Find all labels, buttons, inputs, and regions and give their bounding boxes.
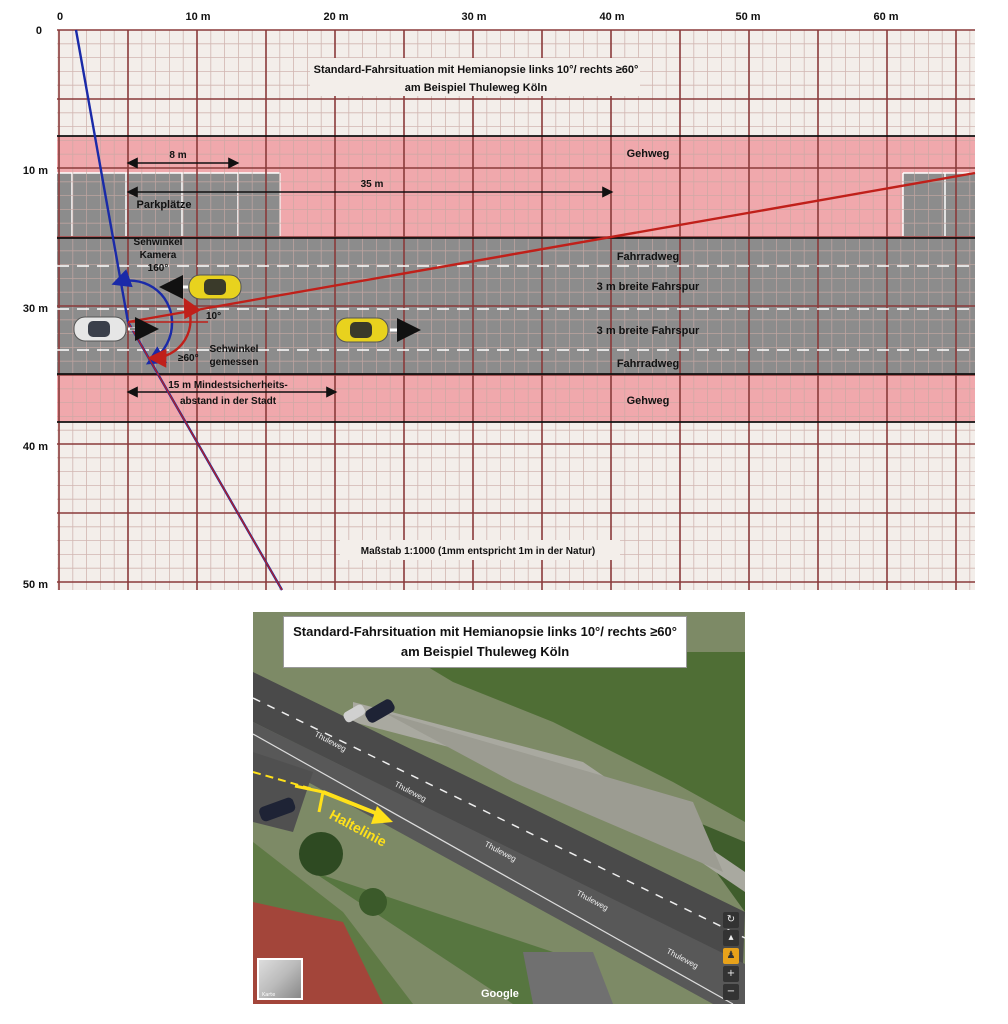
map-type-thumbnail[interactable] xyxy=(257,958,303,1000)
lane-markings xyxy=(57,265,975,351)
dimension-35m-label: 35 m xyxy=(361,179,384,190)
camera-angle-label-3: 160° xyxy=(148,263,169,274)
label-gehweg-top: Gehweg xyxy=(627,148,670,160)
grid-major xyxy=(57,29,975,590)
rotate-button[interactable]: ↻ xyxy=(723,912,739,928)
diagram-subtitle: am Beispiel Thuleweg Köln xyxy=(405,82,548,94)
zoom-out-button[interactable]: − xyxy=(723,984,739,1000)
title-background xyxy=(310,58,640,96)
dimension-15m-label-1: 15 m Mindestsicherheits- xyxy=(168,380,287,391)
label-lane-1: 3 m breite Fahrspur xyxy=(597,281,700,293)
parking-left xyxy=(57,172,281,236)
photo-title-line-2: am Beispiel Thuleweg Köln xyxy=(400,644,570,659)
x-tick: 60 m xyxy=(873,11,898,23)
angle-60-label: ≥60° xyxy=(178,353,199,364)
measured-angle-label-1: Sehwinkel xyxy=(210,344,259,355)
camera-angle-label-2: Kamera xyxy=(140,250,177,261)
scale-note: Maßstab 1:1000 (1mm entspricht 1m in der… xyxy=(361,546,596,557)
dimension-8m-label: 8 m xyxy=(169,150,186,161)
photo-title-line-1: Standard-Fahrsituation mit Hemianopsie l… xyxy=(293,624,677,639)
y-axis: 0 10 m 30 m 40 m 50 m xyxy=(23,25,48,591)
dimension-8m: 8 m xyxy=(126,150,240,169)
y-tick: 50 m xyxy=(23,579,48,591)
y-tick: 0 xyxy=(36,25,42,37)
zoom-in-button[interactable]: + xyxy=(723,966,739,982)
street-diagram: 0 10 m 20 m 30 m 40 m 50 m 60 m 0 10 m 3… xyxy=(23,11,976,591)
map-type-label: Karte xyxy=(262,992,276,998)
x-tick: 10 m xyxy=(185,11,210,23)
car-white xyxy=(73,316,159,342)
angle-10-label: 10° xyxy=(206,311,221,322)
sidewalk-bottom xyxy=(57,374,975,422)
y-tick: 10 m xyxy=(23,165,48,177)
photo-title: Standard-Fahrsituation mit Hemianopsie l… xyxy=(283,616,687,668)
y-tick: 30 m xyxy=(23,303,48,315)
camera-angle-label-1: Sehwinkel xyxy=(134,237,183,248)
dimension-15m: 15 m Mindestsicherheits- abstand in der … xyxy=(126,380,338,407)
aerial-photo: Standard-Fahrsituation mit Hemianopsie l… xyxy=(253,612,745,1004)
label-gehweg-bottom: Gehweg xyxy=(627,395,670,407)
car-yellow-left xyxy=(159,274,242,300)
label-lane-2: 3 m breite Fahrspur xyxy=(597,325,700,337)
x-tick: 0 xyxy=(57,11,63,23)
label-bike-bottom: Fahrradweg xyxy=(617,358,679,370)
scale-background xyxy=(340,540,620,560)
street-view-icon[interactable]: ♟ xyxy=(723,948,739,964)
diagram-title: Standard-Fahrsituation mit Hemianopsie l… xyxy=(314,64,639,76)
measured-angle-label-2: gemessen xyxy=(210,357,259,368)
x-tick: 40 m xyxy=(599,11,624,23)
dimension-35m: 35 m xyxy=(126,179,614,198)
parking-right xyxy=(902,172,975,236)
label-bike-top: Fahrradweg xyxy=(617,251,679,263)
x-tick: 30 m xyxy=(461,11,486,23)
grid-minor xyxy=(57,30,975,590)
dimension-15m-label-2: abstand in der Stadt xyxy=(180,396,277,407)
y-tick: 40 m xyxy=(23,441,48,453)
aerial-photo-drawing xyxy=(253,612,745,1004)
x-axis: 0 10 m 20 m 30 m 40 m 50 m 60 m xyxy=(57,11,899,23)
google-logo: Google xyxy=(481,988,519,1000)
x-tick: 20 m xyxy=(323,11,348,23)
car-yellow-right xyxy=(335,317,421,343)
label-parking: Parkplätze xyxy=(136,199,191,211)
edge-lines xyxy=(57,135,975,423)
tilt-button[interactable]: ▴ xyxy=(723,930,739,946)
x-tick: 50 m xyxy=(735,11,760,23)
